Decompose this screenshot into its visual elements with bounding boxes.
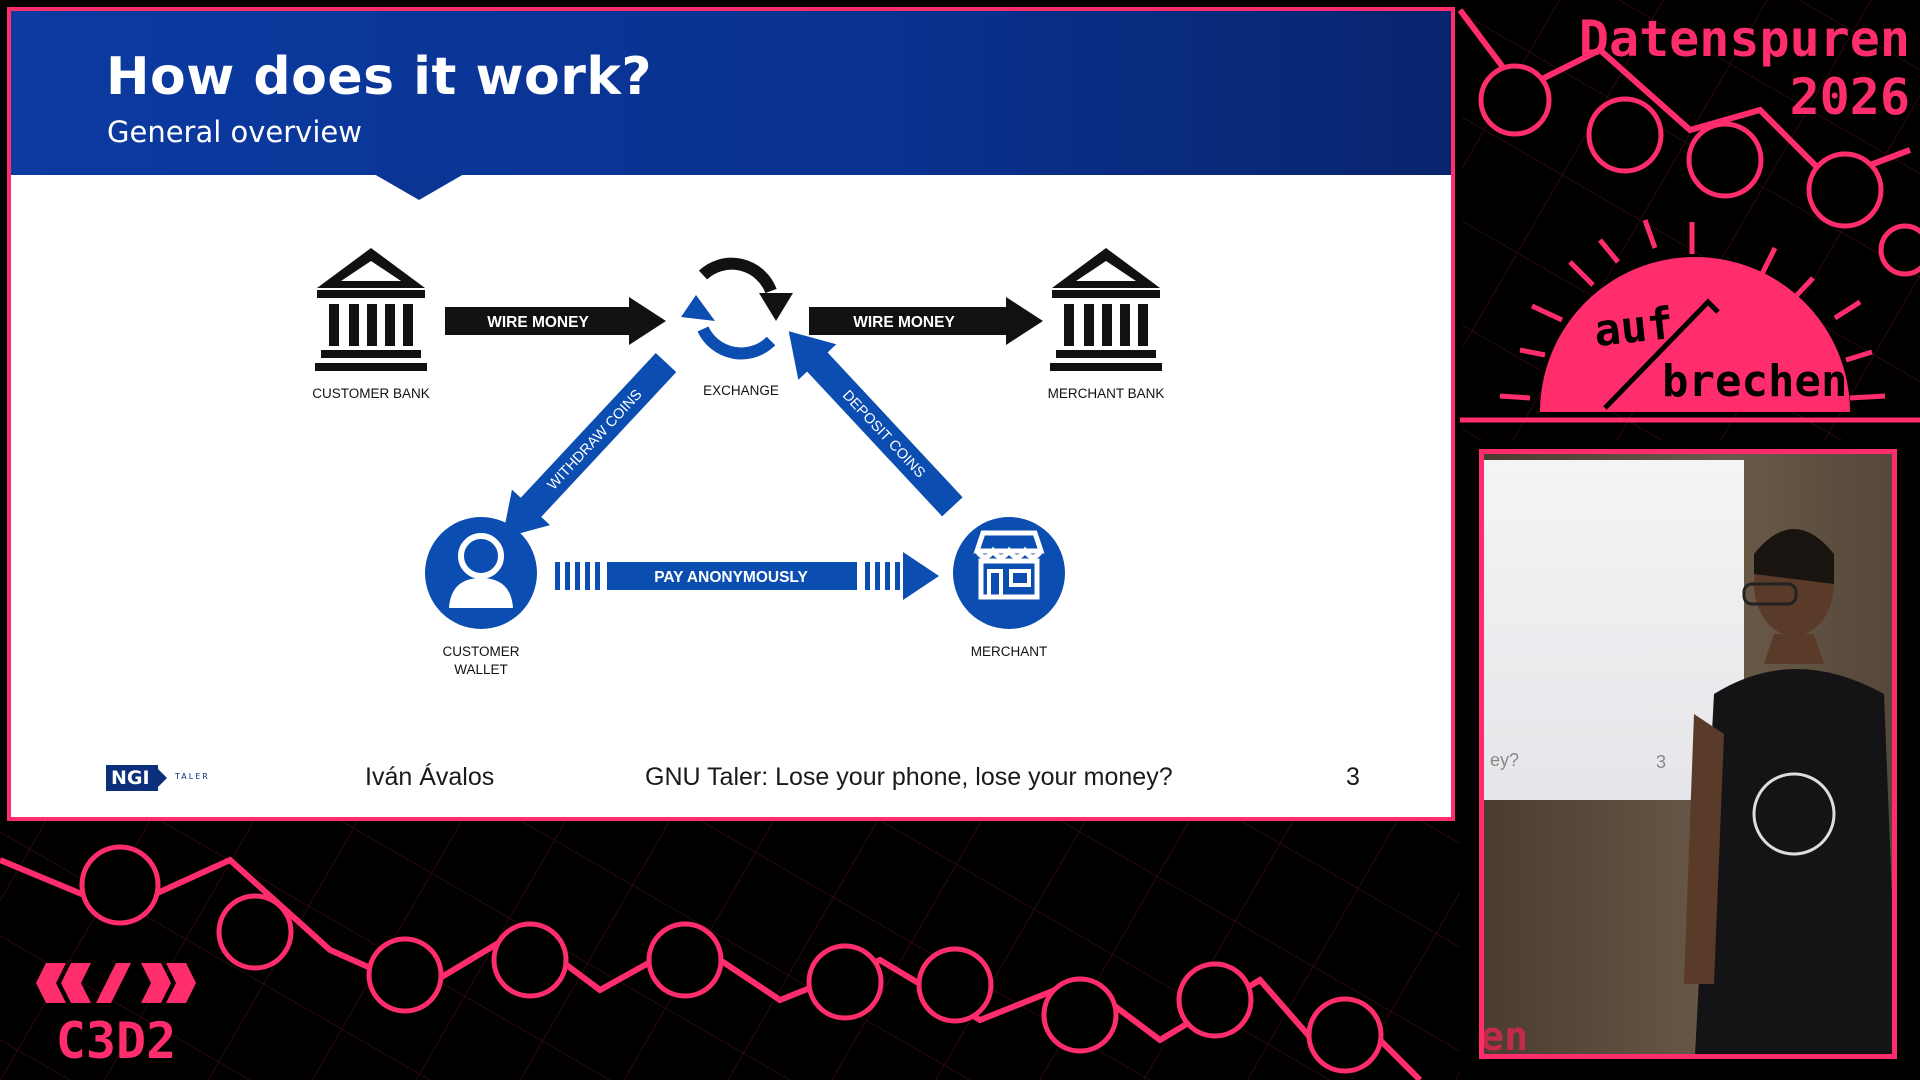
customer-wallet-label-line2: WALLET — [454, 662, 508, 677]
customer-wallet-icon — [425, 517, 537, 629]
exchange-sync-icon — [681, 257, 793, 360]
ngi-logo: NGI — [106, 765, 167, 791]
slide-title: How does it work? — [106, 47, 653, 107]
merchant-label: MERCHANT — [971, 644, 1048, 659]
motto-line2: brechen — [1662, 356, 1848, 407]
shirt-text-fragment: en — [1480, 1014, 1529, 1059]
customer-bank-label: CUSTOMER BANK — [312, 386, 430, 401]
speaker-camera-feed: ey? 3 en — [1479, 449, 1897, 1059]
hand-icons-bottom — [79, 844, 1384, 1074]
withdraw-coins-arrow: WITHDRAW COINS — [502, 353, 677, 539]
pay-anonymously-arrow: PAY ANONYMOUSLY — [555, 552, 939, 600]
presentation-slide: How does it work? General overview CUSTO… — [7, 7, 1455, 821]
svg-text:DEPOSIT COINS: DEPOSIT COINS — [839, 387, 928, 481]
merchant-store-icon — [953, 517, 1065, 629]
ngi-logo-subtext: TALER — [175, 772, 210, 781]
slide-header: How does it work? General overview — [11, 11, 1451, 175]
event-year: 2026 — [1789, 68, 1910, 126]
svg-text:PAY ANONYMOUSLY: PAY ANONYMOUSLY — [654, 569, 808, 586]
footer-author: Iván Ávalos — [365, 763, 495, 791]
event-name: Datenspuren — [1578, 10, 1910, 68]
exchange-label: EXCHANGE — [703, 383, 779, 398]
header-notch — [374, 174, 464, 200]
speaker-figure — [1684, 529, 1892, 1054]
merchant-bank-label: MERCHANT BANK — [1048, 386, 1165, 401]
svg-text:WIRE MONEY: WIRE MONEY — [853, 314, 955, 331]
footer-page-number: 3 — [1346, 763, 1360, 791]
customer-wallet-label-line1: CUSTOMER — [442, 644, 519, 659]
projection-page-number: 3 — [1656, 752, 1667, 772]
svg-text:WIRE MONEY: WIRE MONEY — [487, 314, 589, 331]
projection-text-fragment: ey? — [1490, 750, 1520, 770]
slide-subtitle: General overview — [107, 115, 362, 149]
svg-text:C3D2: C3D2 — [56, 1012, 176, 1068]
c3d2-logo: C3D2 — [36, 963, 196, 1068]
customer-bank-icon — [315, 248, 427, 371]
wire-money-arrow-right: WIRE MONEY — [809, 297, 1043, 345]
motto-line1: auf — [1591, 297, 1676, 358]
footer-talk-title: GNU Taler: Lose your phone, lose your mo… — [645, 763, 1173, 791]
merchant-bank-icon — [1050, 248, 1162, 371]
wire-money-arrow-left: WIRE MONEY — [445, 297, 666, 345]
taler-overview-diagram: CUSTOMER BANK MERCHANT BANK EXCHANGE WIR… — [312, 248, 1165, 677]
hand-icons-top — [1478, 63, 1920, 277]
deposit-coins-arrow: DEPOSIT COINS — [788, 331, 963, 517]
svg-text:WITHDRAW COINS: WITHDRAW COINS — [545, 387, 646, 494]
slide-footer: NGI TALER Iván Ávalos GNU Taler: Lose yo… — [11, 751, 1451, 801]
